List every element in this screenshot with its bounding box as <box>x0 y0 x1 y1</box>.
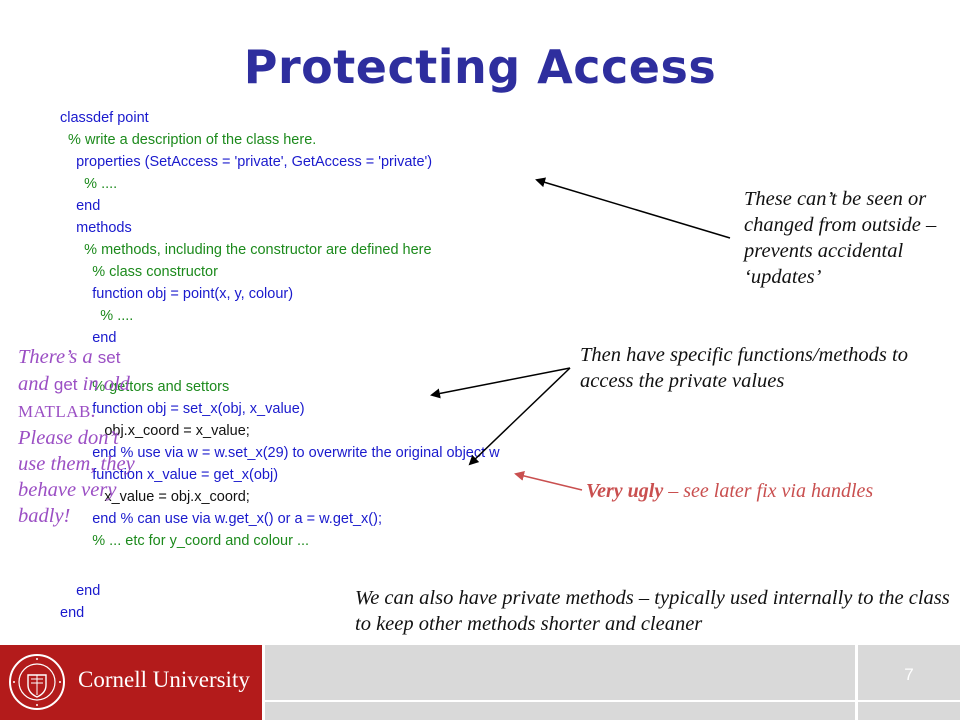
note-private-properties: These can’t be seen or changed from outs… <box>744 188 937 288</box>
code-line: % .... <box>60 308 134 324</box>
page-number: 7 <box>904 665 914 684</box>
note-accessor-methods: Then have specific functions/methods to … <box>580 344 908 392</box>
code-line: end <box>60 198 101 214</box>
code-line: % ... etc for y_coord and colour ... <box>60 533 310 549</box>
code-line: end % can use via w.get_x() or a = w.get… <box>60 511 382 527</box>
arrow-to-properties <box>535 177 731 239</box>
university-name: Cornell University <box>78 667 250 692</box>
side-note-old-matlab: There’s a set and get in old MATLAB. Ple… <box>18 346 135 527</box>
code-line: methods <box>60 220 132 236</box>
code-line: end <box>60 583 101 599</box>
code-line: classdef point <box>60 110 149 126</box>
code-line: x_value = obj.x_coord; <box>60 489 250 505</box>
code-block-top: classdef point % write a description of … <box>60 107 432 349</box>
code-line: end <box>60 605 85 621</box>
footer-divider <box>855 645 858 720</box>
footer-divider <box>262 645 265 720</box>
code-line: % write a description of the class here. <box>60 132 317 148</box>
code-line: obj.x_coord = x_value; <box>60 423 250 439</box>
arrow-very-ugly <box>514 471 583 491</box>
footer-brand-band: Cornell University <box>0 645 262 720</box>
code-line: function x_value = get_x(obj) <box>60 467 279 483</box>
cornell-seal-icon <box>9 654 65 710</box>
code-line: % methods, including the constructor are… <box>60 242 432 258</box>
code-line: % gettors and settors <box>60 379 230 395</box>
code-line: % class constructor <box>60 264 218 280</box>
code-line: properties (SetAccess = 'private', GetAc… <box>60 154 433 170</box>
code-block-end: end end <box>60 580 100 624</box>
code-line: function obj = point(x, y, colour) <box>60 286 294 302</box>
slide-title: Protecting Access <box>243 40 717 94</box>
slide-footer: Cornell University 7 <box>0 645 960 720</box>
footer-rule <box>262 700 960 702</box>
code-line: % .... <box>60 176 118 192</box>
code-line: function obj = set_x(obj, x_value) <box>60 401 305 417</box>
note-private-methods: We can also have private methods – typic… <box>355 587 950 635</box>
code-block-bottom: % gettors and settors function obj = set… <box>60 376 499 552</box>
code-line: end <box>60 330 117 346</box>
note-very-ugly: Very ugly – see later fix via handles <box>586 480 874 502</box>
